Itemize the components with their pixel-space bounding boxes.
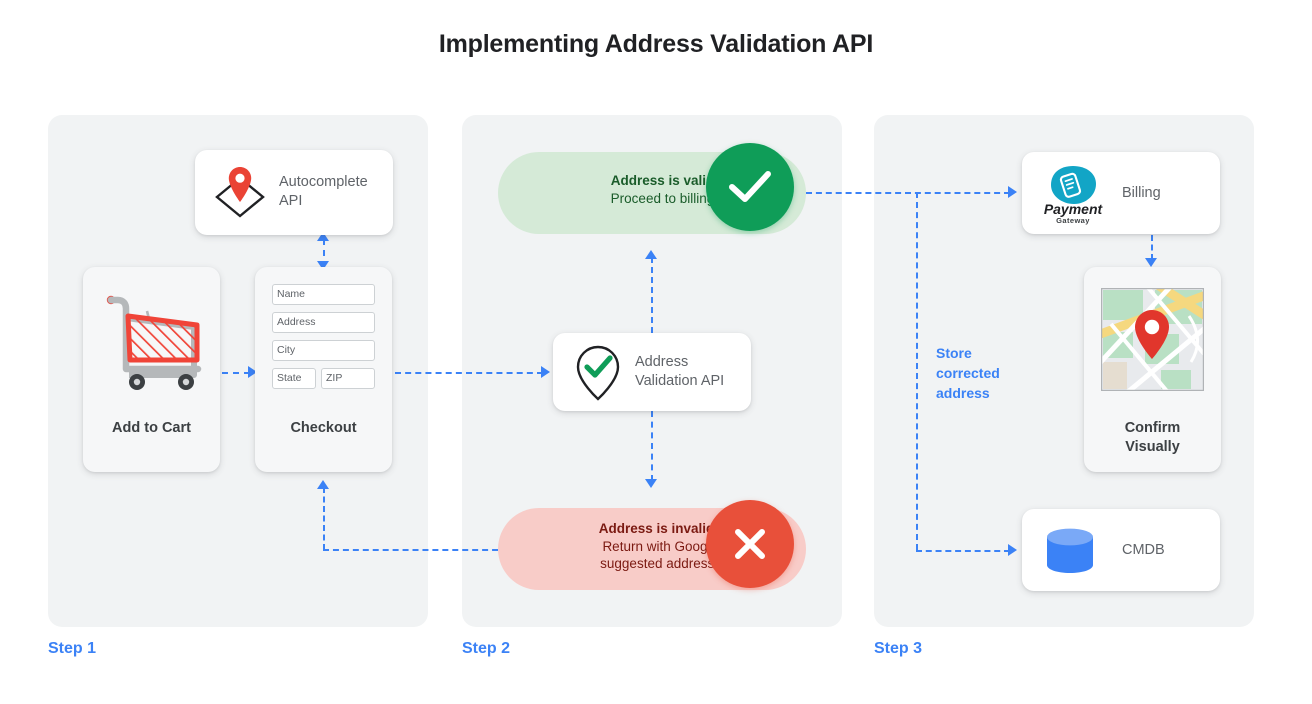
confirm-visually-card[interactable]: Confirm Visually [1084,267,1221,472]
store-note-line-1: Store [936,345,972,361]
database-cylinder-icon [1044,526,1096,576]
billing-label: Billing [1122,185,1161,201]
zip-field[interactable]: ZIP [321,368,375,389]
pin-check-icon [572,344,626,402]
autocomplete-api-line-2: API [279,193,303,210]
state-field[interactable]: State [272,368,316,389]
arrowhead-validation-to-valid [645,250,657,259]
connector-checkout-autocomplete [323,239,325,267]
address-invalid-text: Address is invalid. Return with Google s… [512,520,718,573]
checkout-label: Checkout [290,420,357,436]
connector-cart-to-checkout [222,372,250,374]
svg-text:Payment: Payment [1044,201,1104,217]
connector-invalid-to-checkout [323,549,508,551]
connector-invalid-up-to-checkout [323,487,325,550]
store-corrected-address-note: Store corrected address [936,344,1000,404]
close-icon [732,526,768,562]
connector-store-branch-to-cmdb [916,550,1010,552]
step-2-label: Step 2 [462,640,511,657]
svg-text:Gateway: Gateway [1056,216,1090,225]
address-valid-pill[interactable]: Address is valid. Proceed to billing. [498,143,806,234]
arrowhead-store-to-cmdb [1008,544,1017,556]
address-valid-subtitle: Proceed to billing. [610,190,718,206]
address-valid-text: Address is valid. Proceed to billing. [518,172,718,207]
step-1-label: Step 1 [48,640,97,657]
invalid-close-badge [706,500,794,588]
connector-validation-to-valid [651,257,653,333]
address-validation-api-label: Address Validation API [635,353,724,391]
arrowhead-up-autocomplete [317,232,329,241]
valid-check-badge [706,143,794,231]
arrowhead-down-checkout [317,261,329,270]
connector-valid-to-billing [806,192,1010,194]
autocomplete-api-line-1: Autocomplete [279,174,368,190]
address-invalid-subtitle-2: suggested address. [600,556,718,572]
check-icon [728,169,772,205]
autocomplete-api-label: Autocomplete API [279,173,368,211]
cmdb-label: CMDB [1122,542,1165,558]
address-invalid-pill[interactable]: Address is invalid. Return with Google s… [498,500,806,590]
checkout-card[interactable]: Name Address City State ZIP Checkout [255,267,392,472]
address-field[interactable]: Address [272,312,375,333]
name-field[interactable]: Name [272,284,375,305]
address-valid-title: Address is valid. [610,173,718,188]
step-3-label: Step 3 [874,640,923,657]
validation-api-line-1: Address [635,354,689,370]
cmdb-card[interactable]: CMDB [1022,509,1220,591]
address-validation-api-card[interactable]: Address Validation API [553,333,751,411]
map-thumbnail-icon [1101,288,1204,391]
connector-store-branch-vertical [916,192,918,550]
confirm-visually-label: Confirm Visually [1084,419,1221,457]
validation-api-line-2: Validation API [635,373,725,390]
address-invalid-subtitle-1: Return with Google [602,538,718,554]
arrowhead-checkout-to-validation [541,366,550,378]
arrowhead-billing-to-confirm [1145,258,1157,267]
add-to-cart-label: Add to Cart [112,420,191,436]
store-note-line-3: address [936,384,990,401]
address-invalid-title: Address is invalid. [598,521,718,536]
arrowhead-cart-to-checkout [248,366,257,378]
connector-validation-to-invalid [651,411,653,481]
autocomplete-api-card[interactable]: Autocomplete API [195,150,393,235]
billing-card[interactable]: Payment Gateway Billing [1022,152,1220,234]
arrowhead-valid-to-billing [1008,186,1017,198]
confirm-line-2: Visually [1125,439,1180,456]
add-to-cart-card[interactable]: Add to Cart [83,267,220,472]
arrowhead-invalid-to-checkout [317,480,329,489]
city-field[interactable]: City [272,340,375,361]
map-pin-diamond-icon [211,164,269,221]
arrowhead-validation-to-invalid [645,479,657,488]
confirm-line-1: Confirm [1124,420,1181,436]
store-note-line-2: corrected [936,364,1000,381]
connector-checkout-to-validation [395,372,543,374]
connector-billing-to-confirm [1151,235,1153,260]
page-title: Implementing Address Validation API [438,30,874,58]
payment-gateway-icon: Payment Gateway [1040,161,1106,227]
shopping-cart-icon [97,281,207,393]
